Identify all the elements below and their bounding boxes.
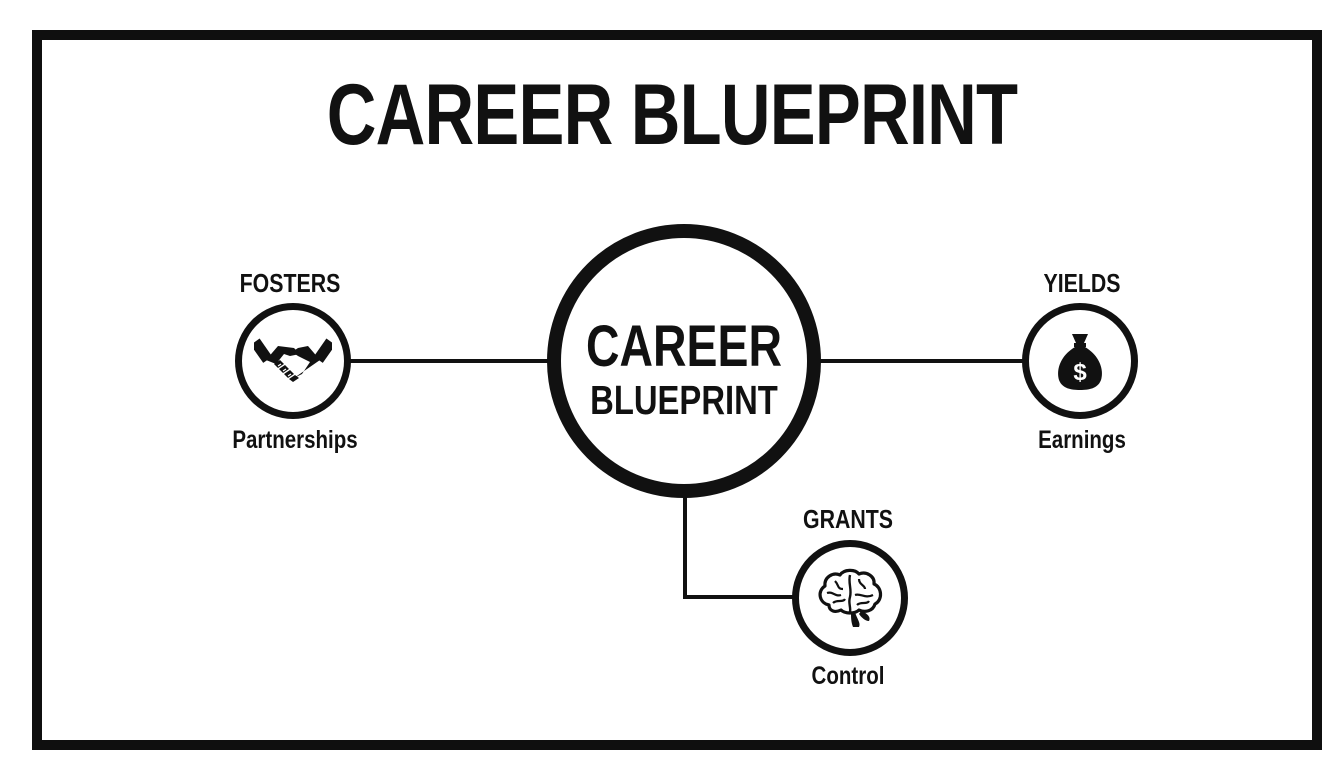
relation-label-grants: GRANTS [802, 504, 894, 534]
partnerships-node [235, 303, 351, 419]
partnerships-label: Partnerships [232, 426, 358, 454]
hub-label-line2: BLUEPRINT [590, 377, 778, 423]
connector-left [350, 359, 550, 363]
earnings-label: Earnings [1038, 426, 1126, 454]
control-label: Control [811, 662, 885, 690]
relation-label-fosters: FOSTERS [239, 268, 341, 298]
brain-icon [818, 568, 883, 627]
dollar-sign: $ [1073, 359, 1087, 386]
diagram-title: CAREER BLUEPRINT [326, 67, 1018, 163]
relation-label-yields: YIELDS [1043, 268, 1121, 298]
central-hub-node: CAREER BLUEPRINT [547, 224, 821, 498]
control-node [792, 540, 908, 656]
connector-right [819, 359, 1025, 363]
money-bag-icon: $ [1058, 334, 1102, 390]
connector-down-vertical [683, 494, 687, 598]
earnings-node: $ [1022, 303, 1138, 419]
connector-down-horizontal [683, 595, 795, 599]
handshake-icon [254, 338, 332, 382]
hub-label-line1: CAREER [586, 314, 782, 379]
